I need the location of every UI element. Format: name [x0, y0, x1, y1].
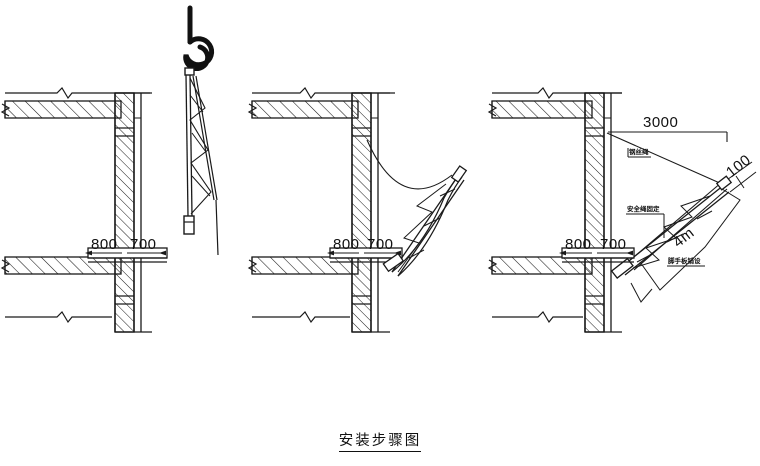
- lower-slab: [0, 256, 122, 324]
- drawing-title-block: 安装步骤图: [0, 429, 760, 452]
- dimension-800-700: 800 700: [559, 236, 633, 256]
- lattice-truss-vertical: [183, 67, 219, 256]
- dim-3000-label: 3000: [643, 114, 678, 131]
- lower-slab: [247, 256, 359, 324]
- dimension-3000: 3000: [608, 114, 728, 142]
- anchor-bolt-leader: [630, 282, 653, 303]
- label-safety-rope: 安全绳固定: [627, 204, 660, 213]
- suspension-rope: [215, 199, 219, 256]
- crane-hook: [183, 5, 215, 71]
- dimension-800-700: 800 700: [85, 236, 166, 256]
- lower-guy-wire: [639, 188, 741, 291]
- dim-800-label: 800: [333, 236, 360, 253]
- upper-slab: [247, 87, 395, 119]
- panel-1-step-one: 800 700: [0, 5, 219, 333]
- panel-3-step-three: 3000 钢丝绳 100: [487, 87, 757, 333]
- dim-700-label: 700: [130, 236, 157, 253]
- dim-700-label: 700: [367, 236, 394, 253]
- panel-2-step-two: 800 700: [247, 87, 468, 333]
- guy-wire: [606, 132, 723, 185]
- dimension-800-700: 800 700: [327, 236, 401, 256]
- lattice-truss-tilted: [382, 165, 468, 277]
- dim-800-label: 800: [565, 236, 592, 253]
- label-safety-rope-group: 安全绳固定: [626, 204, 665, 238]
- dim-700-label: 700: [600, 236, 627, 253]
- lower-slab: [487, 256, 593, 324]
- dim-800-label: 800: [91, 236, 118, 253]
- lattice-truss-installed: [610, 175, 733, 280]
- label-scaffold-board-group: 脚手板铺设: [667, 256, 705, 267]
- label-steel-wire-rope-group: 钢丝绳: [627, 147, 651, 158]
- catenary-rope: [366, 139, 453, 190]
- drawing-title: 安装步骤图: [338, 433, 422, 452]
- label-steel-wire-rope: 钢丝绳: [629, 147, 649, 156]
- label-scaffold-board: 脚手板铺设: [668, 256, 701, 265]
